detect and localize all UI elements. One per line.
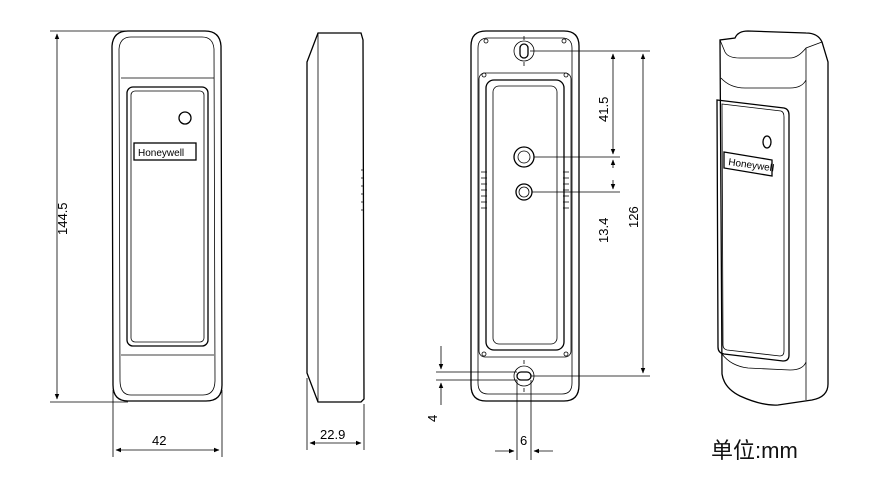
hole-spacing-dim-label: 126 xyxy=(626,206,641,228)
unit-label: 单位:mm xyxy=(711,438,798,463)
width-dim-label: 42 xyxy=(152,433,166,448)
led-indicator-3d xyxy=(762,135,772,149)
slot-height-dim-label: 4 xyxy=(425,415,440,422)
dim-height: 144.5 xyxy=(50,30,128,403)
height-dim-label: 144.5 xyxy=(55,202,70,235)
front-brand-label: Honeywell xyxy=(138,148,184,159)
dim-width: 42 xyxy=(112,390,223,457)
hole-top-mid-dim-label: 41.5 xyxy=(596,97,611,122)
dim-depth: 22.9 xyxy=(306,378,365,450)
front-view: Honeywell xyxy=(111,30,223,402)
side-view xyxy=(306,32,365,403)
bottom-mounting-slot xyxy=(516,371,532,381)
slot-width-dim-label: 6 xyxy=(520,433,527,448)
led-indicator xyxy=(178,111,192,125)
top-mounting-slot xyxy=(519,43,529,59)
back-view xyxy=(470,30,580,402)
brand-plate xyxy=(133,142,197,161)
dim-back-right: 41.5 13.4 126 xyxy=(530,50,650,377)
mid-bottom-dim-label: 13.4 xyxy=(596,218,611,243)
brand-plate-3d xyxy=(723,151,773,177)
dim-slot: 4 6 xyxy=(425,346,553,460)
depth-dim-label: 22.9 xyxy=(320,427,345,442)
perspective-view: Honeywell xyxy=(716,30,829,406)
